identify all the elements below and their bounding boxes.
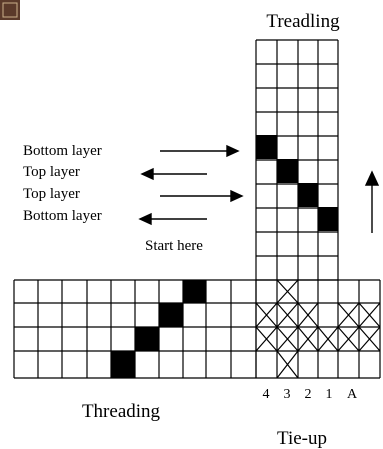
tieup-column-label: A xyxy=(347,387,358,402)
tieup-column-labels: 4 3 2 1 A xyxy=(263,387,358,402)
threading-cell-filled xyxy=(135,327,159,351)
tieup-x-marks xyxy=(255,279,381,379)
tieup-column-label: 2 xyxy=(305,387,312,402)
threading-cell-filled xyxy=(111,351,135,378)
tieup-label: Tie-up xyxy=(277,428,327,449)
tieup-column-label: 4 xyxy=(263,387,270,402)
tieup-x-stroke xyxy=(297,302,319,328)
arrow-left-icon xyxy=(140,167,207,181)
threading-filled-cells xyxy=(111,280,206,378)
threading-label: Threading xyxy=(82,401,161,422)
tieup-x-stroke xyxy=(337,302,360,328)
tieup-x-stroke xyxy=(276,279,299,304)
start-label: Start here xyxy=(145,238,203,254)
tieup-column-label: 3 xyxy=(284,387,291,402)
arrow-up-icon xyxy=(364,170,380,233)
layer-label: Top layer xyxy=(23,186,80,202)
treadling-filled-cells xyxy=(256,135,338,231)
tieup-x-stroke xyxy=(297,326,319,352)
layer-label: Bottom layer xyxy=(23,143,102,159)
treadling-title: Treadling xyxy=(266,11,340,32)
treadling-cell-filled xyxy=(298,183,318,207)
corner-mark xyxy=(0,0,20,20)
treadling-cell-filled xyxy=(256,135,277,159)
threading-cell-filled xyxy=(183,280,206,303)
arrow-right-icon xyxy=(160,189,244,203)
tieup-x-stroke xyxy=(358,326,381,352)
layer-label: Bottom layer xyxy=(23,208,102,224)
arrow-right-icon xyxy=(160,144,240,158)
threading-cell-filled xyxy=(159,303,183,327)
tieup-x-stroke xyxy=(255,302,278,328)
treadling-cell-filled xyxy=(277,159,298,183)
tieup-x-stroke xyxy=(358,302,381,328)
tieup-x-stroke xyxy=(276,350,299,379)
tieup-x-stroke xyxy=(317,326,339,352)
tieup-x-stroke xyxy=(276,302,299,328)
arrow-left-icon xyxy=(138,212,207,226)
layer-label: Top layer xyxy=(23,164,80,180)
tieup-x-stroke xyxy=(276,326,299,352)
treadling-cell-filled xyxy=(318,207,338,231)
tieup-column-label: 1 xyxy=(326,387,333,402)
tieup-x-stroke xyxy=(255,326,278,352)
tieup-x-stroke xyxy=(337,326,360,352)
